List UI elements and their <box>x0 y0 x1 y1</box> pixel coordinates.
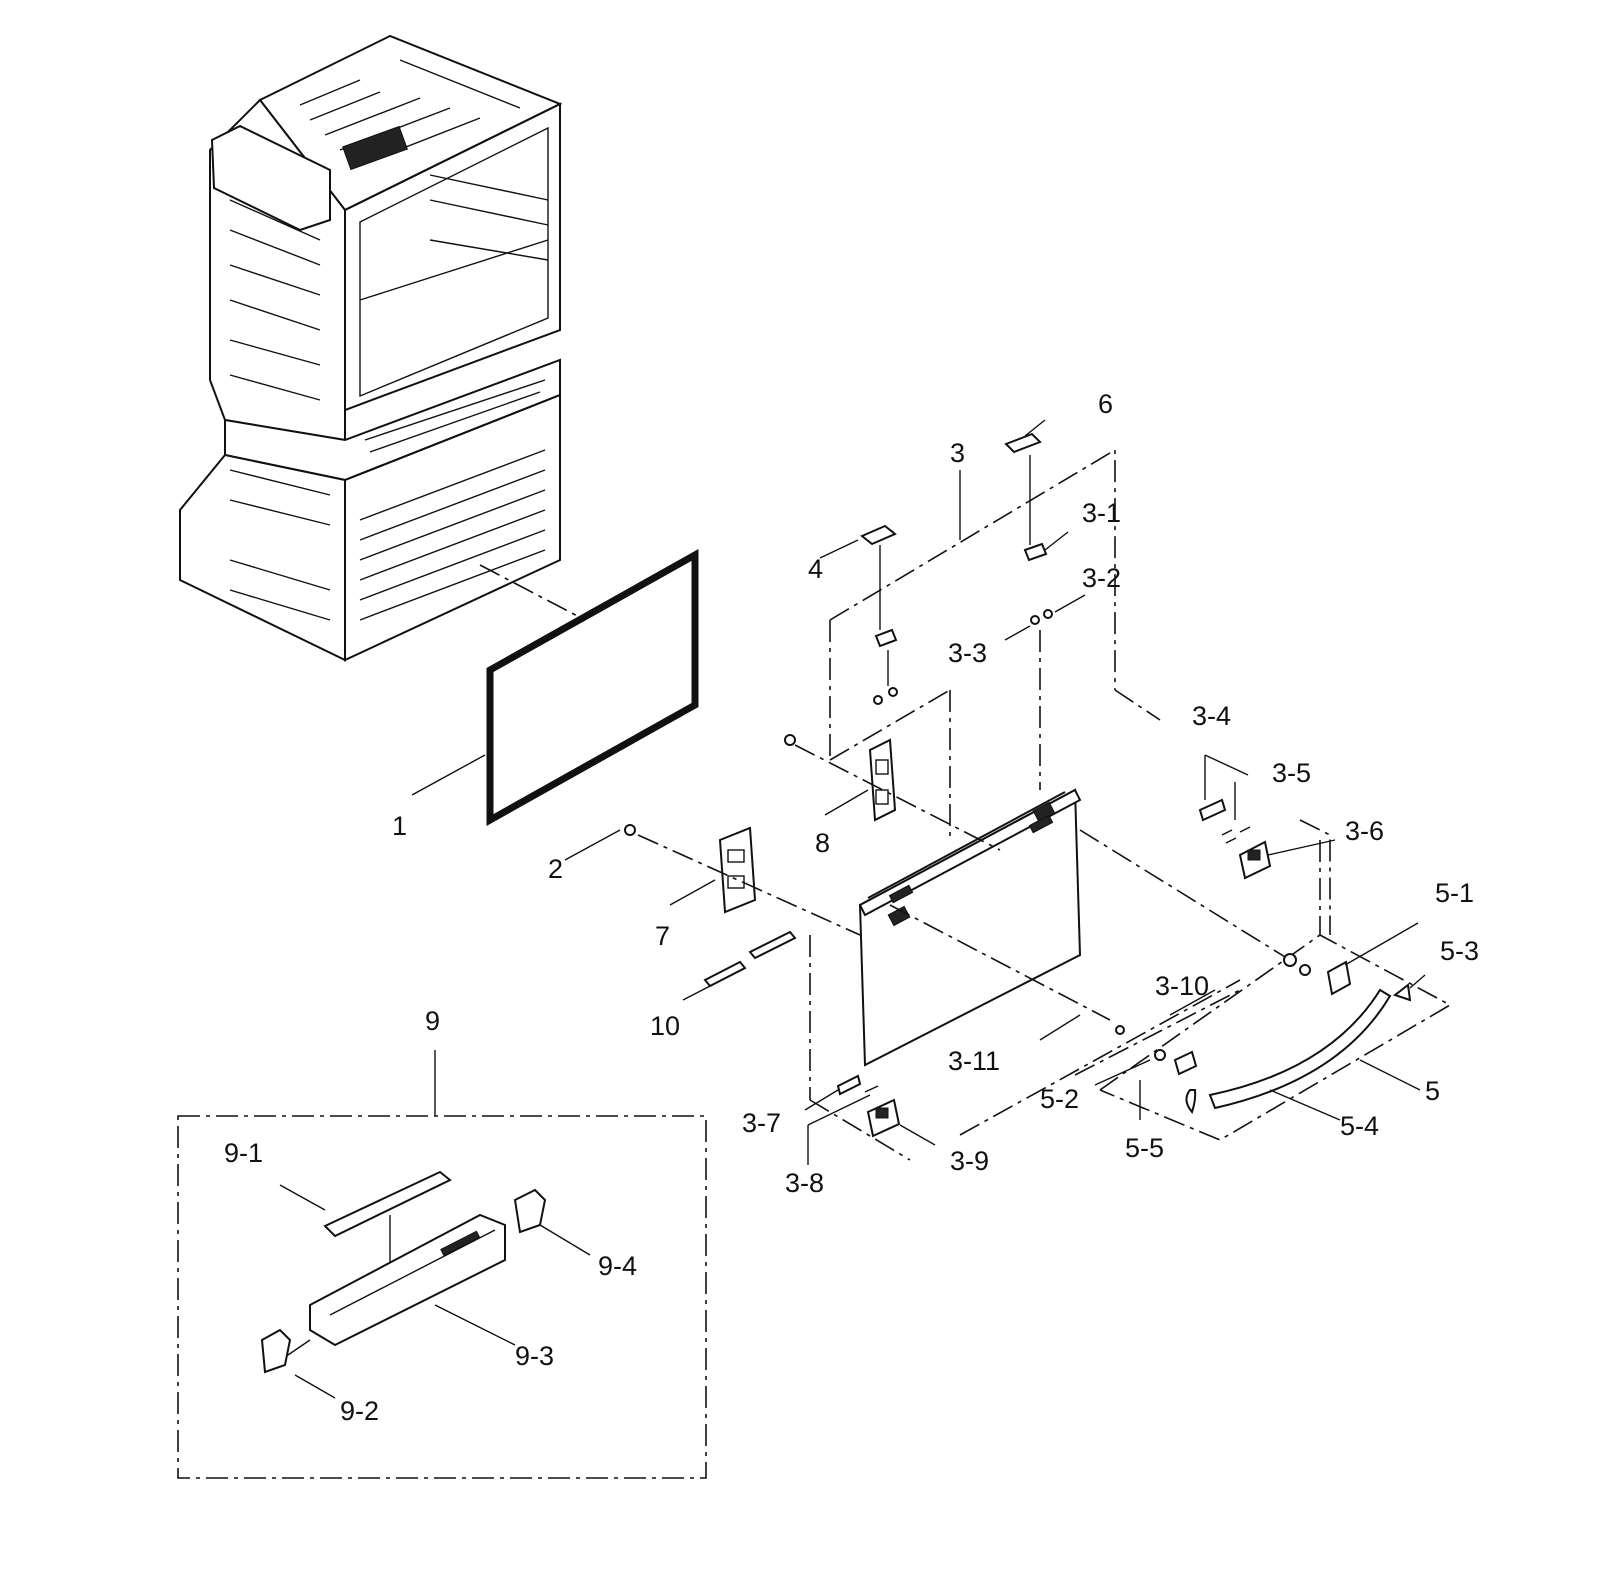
nut-a <box>873 695 883 705</box>
label-3-1: 3-1 <box>1082 498 1121 528</box>
leader-3-2 <box>1054 594 1086 613</box>
screw-upper <box>784 734 796 746</box>
gasket-part-1 <box>486 549 699 826</box>
leader-3-1 <box>1044 531 1069 551</box>
clip-part-5-3 <box>1392 983 1412 1002</box>
leader-4 <box>819 539 859 559</box>
label-9-2: 9-2 <box>340 1396 379 1426</box>
label-4: 4 <box>808 554 823 584</box>
label-3-9: 3-9 <box>950 1146 989 1176</box>
hinge-part-3-1 <box>1023 542 1048 562</box>
label-10: 10 <box>650 1011 680 1041</box>
label-3-2: 3-2 <box>1082 563 1121 593</box>
leader-5-4 <box>1269 1089 1341 1121</box>
leader-9-1 <box>279 1184 326 1211</box>
bracket-part-8 <box>868 738 897 822</box>
label-3: 3 <box>950 438 965 468</box>
leader-3-3 <box>1004 625 1031 641</box>
hinge-block-part-3-6 <box>1238 840 1272 880</box>
freezer-door-panel <box>858 788 1082 1067</box>
label-9-3: 9-3 <box>515 1341 554 1371</box>
label-5-3: 5-3 <box>1440 936 1479 966</box>
leader-cabinet-gasket <box>479 564 586 621</box>
leader-3-10 <box>1169 989 1216 1016</box>
label-3-11: 3-11 <box>948 1046 1000 1076</box>
label-5-5: 5-5 <box>1125 1133 1164 1163</box>
leader-3-9 <box>899 1124 936 1146</box>
leader-3-11 <box>1039 1014 1081 1041</box>
handle-bar-part-5-4 <box>1208 988 1392 1110</box>
label-3-4: 3-4 <box>1192 701 1231 731</box>
leader-5-3 <box>1409 974 1426 989</box>
basket-assembly-part-9-box <box>177 1115 707 1479</box>
leader-9-3 <box>434 1304 516 1346</box>
end-cap-part-9-2 <box>260 1328 292 1374</box>
label-5-2: 5-2 <box>1040 1084 1079 1114</box>
cover-part-9-1 <box>323 1170 452 1238</box>
label-5-4: 5-4 <box>1340 1111 1379 1141</box>
label-3-10: 3-10 <box>1155 971 1209 1001</box>
plate-part-3-7 <box>836 1074 862 1096</box>
nut-3-2a <box>1030 615 1040 625</box>
leader-8 <box>824 789 869 816</box>
nut-part-5-2 <box>1154 1049 1166 1061</box>
spring-part-3-8 <box>864 1085 879 1093</box>
label-9-4: 9-4 <box>598 1251 637 1281</box>
leader-3-6 <box>1267 839 1336 856</box>
end-cap-left <box>1185 1089 1197 1115</box>
plate-part-3-4 <box>1198 798 1227 822</box>
screw-part-3-11 <box>1115 1025 1125 1035</box>
leader-7 <box>669 879 716 906</box>
screw-part-2 <box>624 824 636 836</box>
roller-part-3-10a <box>1283 953 1297 967</box>
label-3-8: 3-8 <box>785 1168 824 1198</box>
strip-part-10 <box>703 930 797 988</box>
leader-5 <box>1359 1059 1421 1091</box>
label-2: 2 <box>548 854 563 884</box>
cap-part-6 <box>1004 432 1042 454</box>
rail-assembly-part-5-outline <box>1074 934 1452 1141</box>
hinge-pin-left <box>874 628 898 648</box>
springs-part-3-5 <box>1221 826 1251 844</box>
nut-b <box>888 687 898 697</box>
refrigerator-cabinet <box>179 34 563 662</box>
label-6: 6 <box>1098 389 1113 419</box>
basket-part-9-3 <box>309 1213 506 1347</box>
label-3-3: 3-3 <box>948 638 987 668</box>
hinge-block-part-3-9 <box>866 1098 901 1138</box>
leader-2 <box>564 829 621 861</box>
bracket-part-5-5 <box>1173 1050 1198 1076</box>
leader-9-4 <box>539 1224 591 1256</box>
label-3-5: 3-5 <box>1272 758 1311 788</box>
end-cap-part-9-4 <box>513 1188 547 1234</box>
label-3-6: 3-6 <box>1345 816 1384 846</box>
door-assembly-part-3-outline <box>809 448 1321 1161</box>
leader-3-7 <box>804 1089 839 1111</box>
leader-5-1 <box>1344 922 1419 966</box>
bracket-part-5-1 <box>1326 960 1352 996</box>
leader-6 <box>1024 419 1046 437</box>
leader-9-2 <box>294 1374 336 1399</box>
label-9: 9 <box>425 1006 440 1036</box>
label-3-7: 3-7 <box>742 1108 781 1138</box>
cap-part-4 <box>860 524 897 546</box>
label-9-1: 9-1 <box>224 1138 263 1168</box>
label-5: 5 <box>1425 1076 1440 1106</box>
leader-10 <box>682 984 713 1001</box>
leader-1 <box>411 754 486 796</box>
label-5-1: 5-1 <box>1435 878 1474 908</box>
part-labels: 1 2 3 3-1 3-2 3-3 3-4 3-5 3-6 3-7 3-8 3-… <box>224 389 1479 1426</box>
nut-3-2b <box>1043 609 1053 619</box>
bracket-part-7 <box>718 826 757 914</box>
label-8: 8 <box>815 828 830 858</box>
label-1: 1 <box>392 811 407 841</box>
leader-5-2 <box>1094 1059 1151 1086</box>
label-7: 7 <box>655 921 670 951</box>
roller-part-3-10b <box>1299 964 1311 976</box>
